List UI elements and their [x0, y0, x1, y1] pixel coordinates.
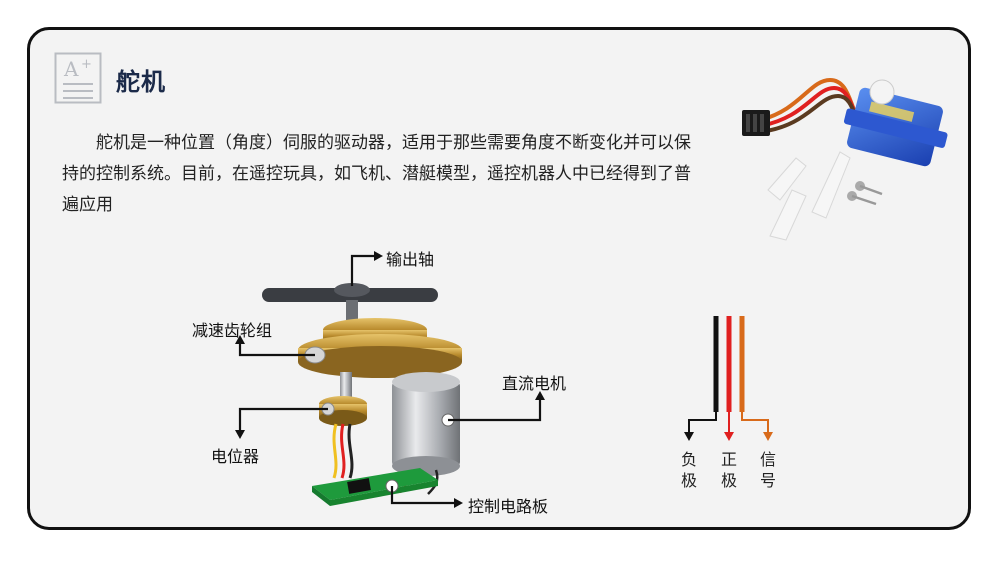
intro-text: 舵机是一种位置（角度）伺服的驱动器，适用于那些需要角度不断变化并可以保持的控制系… [62, 133, 691, 215]
servo-internal-diagram [262, 283, 462, 506]
label-dc-motor: 直流电机 [502, 374, 567, 393]
wire-label-negative: 负极 [680, 450, 697, 490]
page-title: 舵机 [116, 68, 166, 96]
label-control-board: 控制电路板 [468, 497, 549, 516]
svg-text:+: + [81, 57, 92, 72]
servo-product-image [742, 77, 948, 241]
document-icon: A + [54, 52, 102, 104]
svg-text:A: A [63, 57, 79, 81]
label-potentiometer: 电位器 [211, 447, 260, 466]
wire-label-signal: 信号 [759, 450, 776, 490]
wire-label-positive: 正极 [720, 450, 737, 490]
label-output-shaft: 输出轴 [386, 250, 435, 269]
label-reduction-gears: 减速齿轮组 [192, 321, 273, 340]
intro-paragraph: 舵机是一种位置（角度）伺服的驱动器，适用于那些需要角度不断变化并可以保持的控制系… [62, 128, 702, 221]
wire-color-diagram [684, 316, 773, 441]
